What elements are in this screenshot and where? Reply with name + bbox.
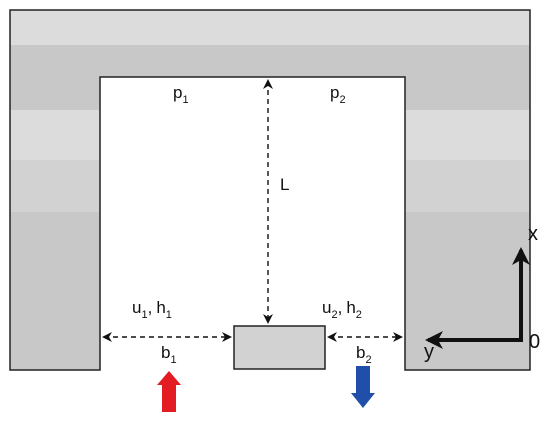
label-u1-h1: u1,h1 xyxy=(132,298,172,321)
label-u2-h2: u2,h2 xyxy=(322,298,362,321)
arrow-down-icon xyxy=(351,366,375,408)
label-p1: p1 xyxy=(173,83,189,106)
label-L: L xyxy=(280,175,289,194)
axis-x-label: x xyxy=(528,223,538,245)
coordinate-axes: x y 0 xyxy=(424,223,540,363)
label-b1: b1 xyxy=(161,343,177,366)
central-block xyxy=(233,325,326,370)
label-b2: b2 xyxy=(356,343,372,366)
wall-band-3 xyxy=(10,160,530,212)
wall-band-top xyxy=(10,10,530,45)
label-p2: p2 xyxy=(330,83,346,106)
wall-band-2 xyxy=(10,110,530,160)
axis-y-label: y xyxy=(424,341,434,363)
arrow-up-icon xyxy=(157,371,181,412)
wall-outline xyxy=(9,9,531,371)
container-wall xyxy=(9,9,531,371)
origin-label: 0 xyxy=(529,331,540,353)
